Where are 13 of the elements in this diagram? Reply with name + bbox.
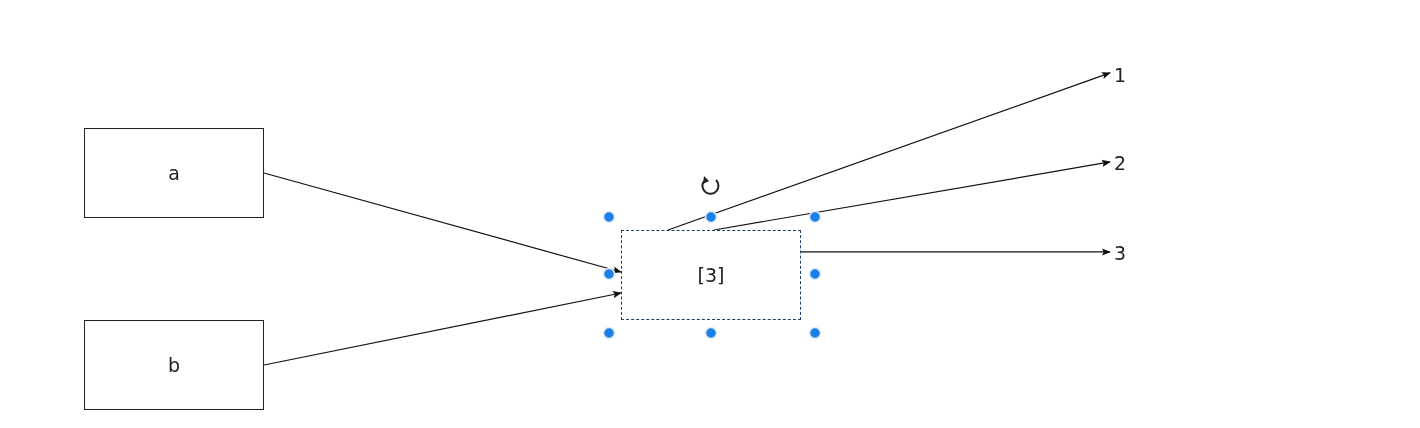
- arrow: [263, 291, 622, 366]
- node-label: b: [167, 354, 181, 376]
- callout-number: 3: [1113, 242, 1127, 264]
- process-box: [621, 230, 801, 320]
- process-box: [84, 320, 264, 410]
- arrow: [800, 248, 1111, 256]
- callout-number: 1: [1113, 64, 1127, 86]
- node-label: [3]: [697, 264, 725, 286]
- arrow: [667, 72, 1111, 231]
- process-box: [84, 128, 264, 218]
- node-label: a: [168, 162, 180, 184]
- callout-number: 2: [1113, 152, 1127, 174]
- arrow: [263, 172, 622, 274]
